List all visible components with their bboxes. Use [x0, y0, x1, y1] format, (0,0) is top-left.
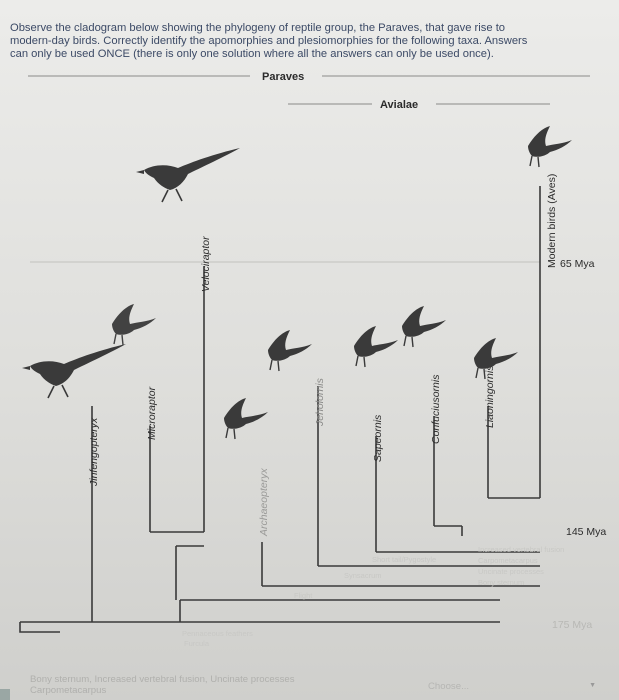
taxon-label: Jinfengopteryx	[88, 417, 100, 487]
cladogram-figure: Paraves Avialae	[19, 71, 606, 648]
taxon-label: Confuciusornis	[430, 374, 442, 444]
taxon-label: Liaoningornis	[484, 365, 496, 428]
bird-silhouette-icon	[223, 397, 269, 440]
answer-dropdown[interactable]: Choose... ▼	[420, 678, 600, 696]
character-label: Bony sternum	[478, 578, 524, 587]
taxon-label: Modern birds (Aves)	[546, 174, 558, 268]
clade-label-paraves: Paraves	[262, 71, 304, 83]
answer-label-line: Bony sternum, Increased vertebral fusion…	[30, 674, 295, 685]
answer-row: Bony sternum, Increased vertebral fusion…	[0, 656, 619, 700]
character-label: Pennaceous feathers	[182, 629, 253, 638]
time-mark: 175 Mya	[552, 619, 592, 631]
taxon-label: Microraptor	[146, 386, 158, 440]
avialae-range: Avialae	[288, 99, 550, 111]
character-label: Furcula	[184, 639, 210, 648]
answer-label: Bony sternum, Increased vertebral fusion…	[30, 674, 390, 696]
character-label: Flight	[294, 591, 313, 600]
dropdown-value: Choose...	[428, 681, 470, 692]
bird-silhouette-icon	[527, 125, 573, 168]
taxon-label: Velociraptor	[200, 236, 212, 292]
bird-silhouette-icon	[267, 329, 313, 372]
paraves-range: Paraves	[28, 71, 590, 83]
character-label: Synsacrum	[344, 571, 382, 580]
character-label: Increased vertebral fusion	[478, 545, 564, 554]
time-mark: 145 Mya	[566, 526, 606, 538]
taxon-label: Sapeornis	[372, 414, 384, 462]
question-text: Observe the cladogram below showing the …	[10, 22, 615, 61]
cladogram-tree	[19, 186, 541, 633]
time-mark: 65 Mya	[560, 258, 595, 270]
row-marker	[0, 689, 10, 700]
time-marks: 65 Mya 145 Mya 175 Mya	[552, 258, 606, 631]
feathered-dinosaur-icon	[135, 147, 241, 203]
taxon-label: Archaeopteryx	[258, 468, 270, 537]
question-line: modern-day birds. Correctly identify the…	[10, 35, 528, 47]
bird-silhouette-icon	[111, 303, 157, 346]
character-label: Uncinate processes	[478, 567, 544, 576]
character-label: Short tail/Pygostyle	[372, 555, 436, 564]
taxon-label: Jeholornis	[314, 377, 326, 427]
character-labels: Increased vertebral fusion Carpometacarp…	[182, 545, 564, 648]
question-line: Observe the cladogram below showing the …	[10, 22, 506, 34]
bird-silhouette-icon	[353, 325, 399, 368]
feathered-dinosaur-icon	[21, 343, 127, 399]
question-line: can only be used ONCE (there is only one…	[10, 48, 494, 60]
taxon-labels: Jinfengopteryx Microraptor Velociraptor …	[88, 174, 558, 537]
answer-label-line: Carpometacarpus	[30, 685, 107, 696]
character-label: Carpometacarpus	[478, 556, 538, 565]
clade-label-avialae: Avialae	[380, 99, 418, 111]
chevron-down-icon: ▼	[589, 682, 596, 689]
bird-silhouette-icon	[473, 337, 519, 380]
bird-silhouette-icon	[401, 305, 447, 348]
